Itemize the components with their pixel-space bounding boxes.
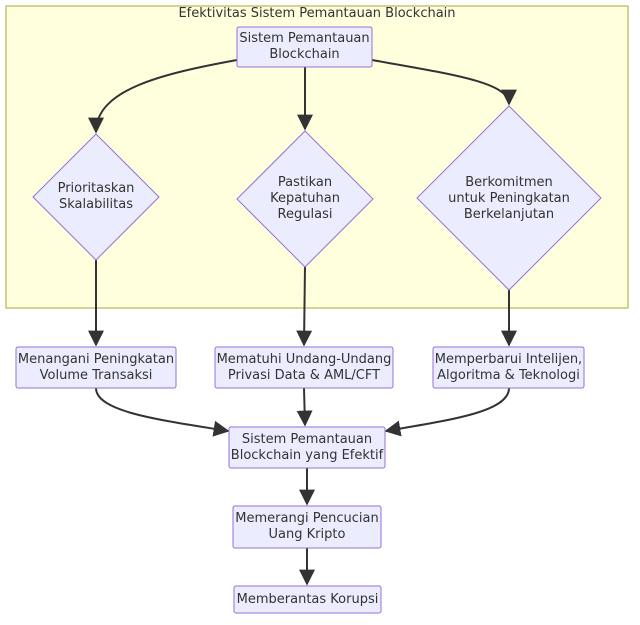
edge-monitoring-to-improvement bbox=[371, 59, 517, 106]
edge-volume-to-effective bbox=[95, 387, 230, 437]
node-monitoring-system: Sistem Pemantauan Blockchain bbox=[239, 31, 370, 62]
node-box-update-intel bbox=[432, 346, 585, 389]
node-diamond-commit-improvement bbox=[416, 105, 602, 291]
node-update-intel: Memperbarui Intelijen, Algoritma & Tekno… bbox=[434, 351, 583, 383]
node-diamond-ensure-compliance bbox=[236, 130, 374, 268]
node-ensure-compliance: Pastikan Kepatuhan Regulasi bbox=[270, 175, 340, 222]
node-commit-improvement: Berkomitmen untuk Peningkatan Berkelanju… bbox=[448, 175, 570, 222]
node-handle-volume: Menangani Peningkatan Volume Transaksi bbox=[17, 351, 175, 383]
node-box-monitoring-system bbox=[236, 26, 373, 68]
node-box-eradicate-corruption bbox=[233, 585, 382, 614]
node-eradicate-corruption: Memberantas Korupsi bbox=[236, 591, 379, 607]
node-combat-laundering: Memerangi Pencucian Uang Kripto bbox=[235, 511, 379, 542]
edge-compliance-to-laws bbox=[296, 265, 313, 347]
edge-laws-to-effective bbox=[296, 387, 313, 427]
node-effective-system: Sistem Pemantauan Blockchain yang Efekti… bbox=[230, 431, 384, 463]
node-box-comply-laws bbox=[214, 346, 394, 389]
node-diamond-prioritize-scalability bbox=[32, 133, 160, 261]
cluster-title: Efektivitas Sistem Pemantauan Blockchain bbox=[178, 6, 456, 21]
node-box-effective-system bbox=[228, 426, 386, 469]
edge-monitoring-to-scalability bbox=[88, 59, 238, 134]
node-box-handle-volume bbox=[15, 346, 177, 389]
node-comply-laws: Mematuhi Undang-Undang Privasi Data & AM… bbox=[216, 351, 392, 383]
node-prioritize-scalability: Prioritaskan Skalabilitas bbox=[57, 181, 135, 212]
node-box-combat-laundering bbox=[232, 505, 382, 549]
edge-intel-to-effective bbox=[384, 387, 510, 437]
